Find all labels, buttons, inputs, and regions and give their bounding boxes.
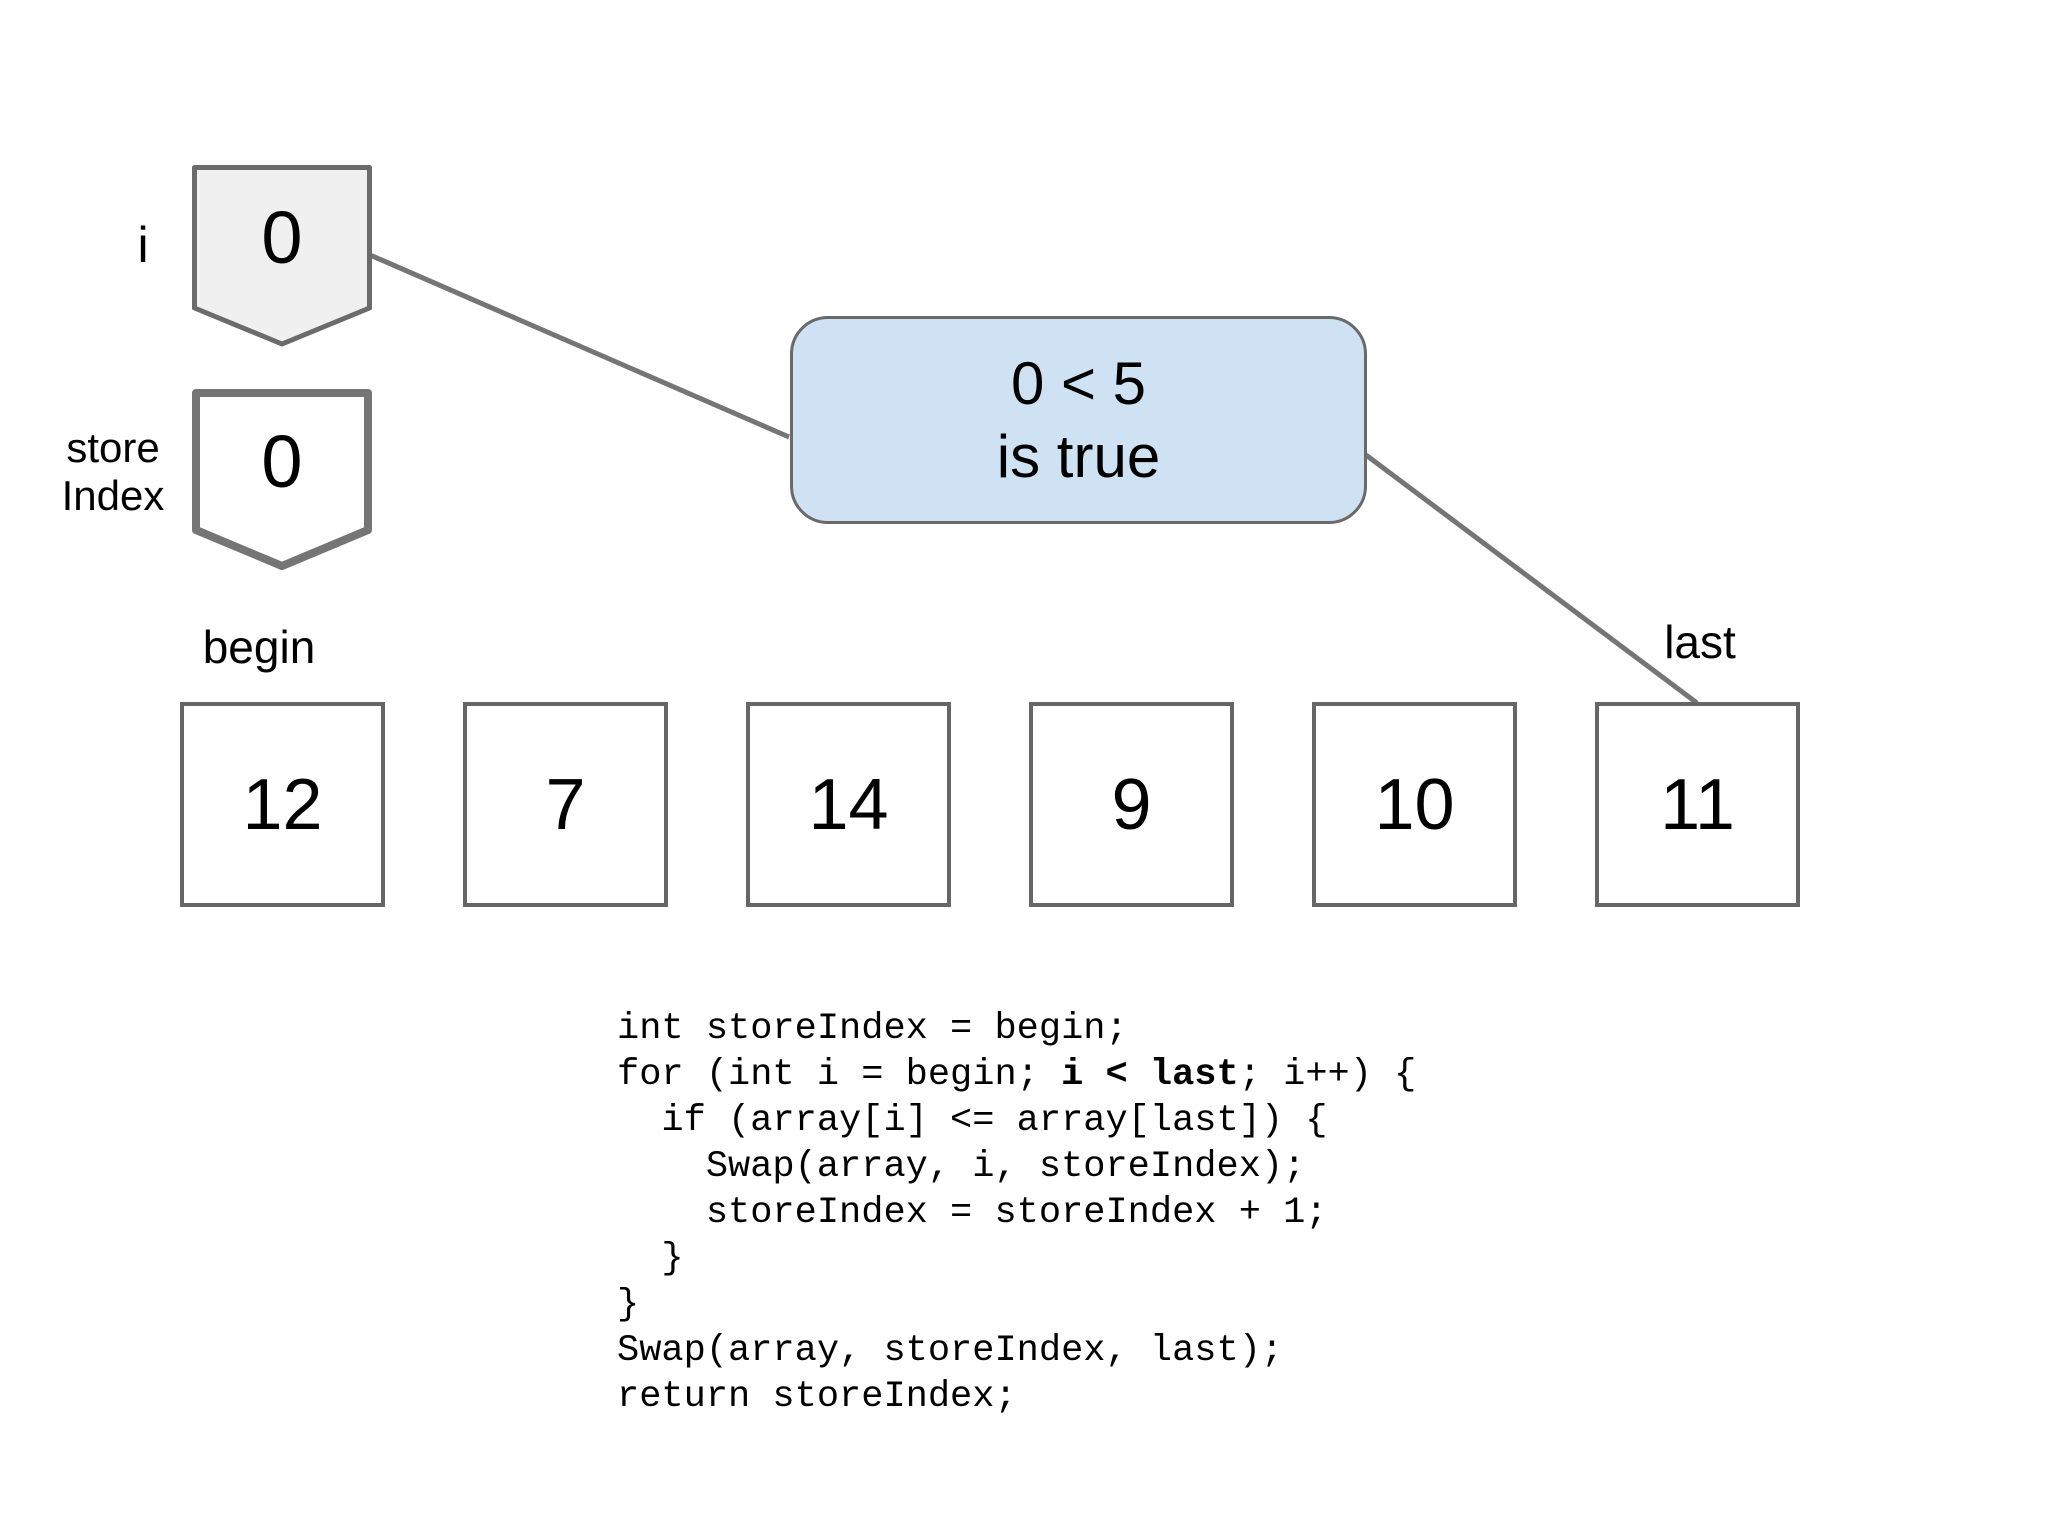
array-cell-5: 11: [1595, 702, 1800, 907]
code-text-bold: i < last: [1061, 1054, 1239, 1096]
array-cell-3: 9: [1029, 702, 1234, 907]
code-line: int storeIndex = begin;: [617, 1006, 1416, 1052]
code-text: }: [617, 1238, 684, 1280]
begin-label: begin: [202, 621, 316, 673]
code-text: storeIndex = storeIndex + 1;: [617, 1192, 1328, 1234]
i-pointer-label: i: [137, 217, 149, 273]
pentagon-down-icon: [192, 389, 372, 570]
condition-expression: 0 < 5: [1010, 350, 1147, 417]
condition-result-box: 0 < 5 is true: [790, 316, 1367, 524]
condition-result: is true: [996, 423, 1161, 490]
code-text: if (array[i] <= array[last]) {: [617, 1100, 1328, 1142]
code-text: Swap(array, i, storeIndex);: [617, 1146, 1306, 1188]
i-pointer-value: 0: [261, 196, 303, 279]
array-cell-4: 10: [1312, 702, 1517, 907]
code-text: for (int i = begin;: [617, 1054, 1062, 1096]
code-line: }: [617, 1282, 1416, 1328]
code-line: }: [617, 1236, 1416, 1282]
code-text: return storeIndex;: [617, 1376, 1017, 1418]
array-cell-1: 7: [463, 702, 668, 907]
array-cell-2: 14: [746, 702, 951, 907]
i-pointer-marker: 0: [192, 165, 372, 347]
store-index-pointer-value: 0: [261, 420, 303, 503]
code-line: return storeIndex;: [617, 1374, 1416, 1420]
code-line: storeIndex = storeIndex + 1;: [617, 1190, 1416, 1236]
connector-condition-to-last: [1364, 452, 1699, 706]
code-line: for (int i = begin; i < last; i++) {: [617, 1052, 1416, 1098]
code-line: if (array[i] <= array[last]) {: [617, 1098, 1416, 1144]
store-index-label-line2: Index: [61, 472, 165, 519]
pentagon-down-icon: [192, 165, 372, 347]
array-cell-0: 12: [180, 702, 385, 907]
code-text: Swap(array, storeIndex, last);: [617, 1330, 1284, 1372]
store-index-pointer-marker: 0: [192, 389, 372, 571]
code-text: ; i++) {: [1238, 1054, 1417, 1096]
code-block: int storeIndex = begin; for (int i = beg…: [617, 1006, 1416, 1420]
code-text: }: [617, 1284, 640, 1326]
code-line: Swap(array, i, storeIndex);: [617, 1144, 1416, 1190]
last-label: last: [1664, 616, 1736, 668]
code-text: int storeIndex = begin;: [617, 1008, 1128, 1050]
connector-i-to-condition: [369, 252, 790, 440]
store-index-label-line1: store: [66, 424, 160, 471]
store-index-pointer-label: store Index: [33, 424, 193, 520]
code-line: Swap(array, storeIndex, last);: [617, 1328, 1416, 1374]
